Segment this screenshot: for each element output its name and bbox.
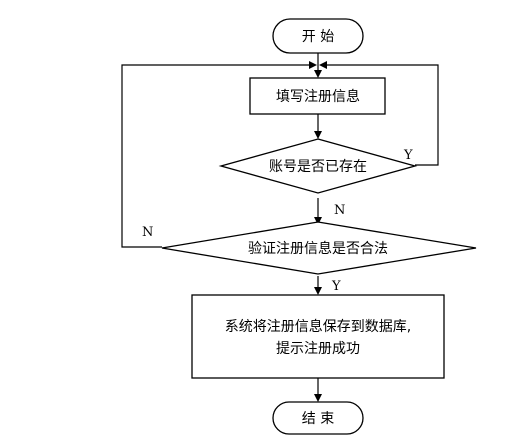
label-validate-yes: Y (331, 279, 341, 294)
arrowhead-loop-right (319, 61, 327, 69)
arrowhead-into-end (314, 394, 322, 402)
arrowhead-into-fill (314, 70, 322, 78)
connector-check-yes-loop (326, 64, 439, 166)
account-exists-text: 账号是否已存在 (269, 159, 367, 175)
label-account-yes: Y (403, 148, 413, 163)
account-exists-decision: 账号是否已存在 (218, 138, 418, 194)
label-validate-no: N (142, 225, 153, 240)
connector-validate-no-loop (121, 64, 310, 248)
arrowhead-loop-left (309, 61, 317, 69)
connectors (121, 53, 439, 395)
end-node: 结 束 (272, 401, 364, 435)
arrowhead-into-check (314, 131, 322, 139)
fill-info-text: 填写注册信息 (276, 88, 360, 105)
save-node: 系统将注册信息保存到数据库, 提示注册成功 (191, 294, 445, 379)
arrowhead-into-validate (314, 217, 322, 225)
arrowheads (309, 61, 327, 402)
label-account-no: N (334, 203, 345, 218)
arrowhead-into-save (314, 287, 322, 295)
start-text: 开 始 (302, 29, 334, 45)
fill-info-node: 填写注册信息 (249, 77, 386, 115)
validate-text: 验证注册信息是否合法 (248, 240, 388, 257)
branch-labels: Y N N Y (142, 148, 413, 294)
start-node: 开 始 (272, 18, 364, 54)
save-text-line2: 提示注册成功 (276, 341, 360, 357)
end-text: 结 束 (302, 411, 334, 427)
validate-decision: 验证注册信息是否合法 (161, 221, 477, 275)
save-text-line1: 系统将注册信息保存到数据库, (225, 318, 411, 335)
